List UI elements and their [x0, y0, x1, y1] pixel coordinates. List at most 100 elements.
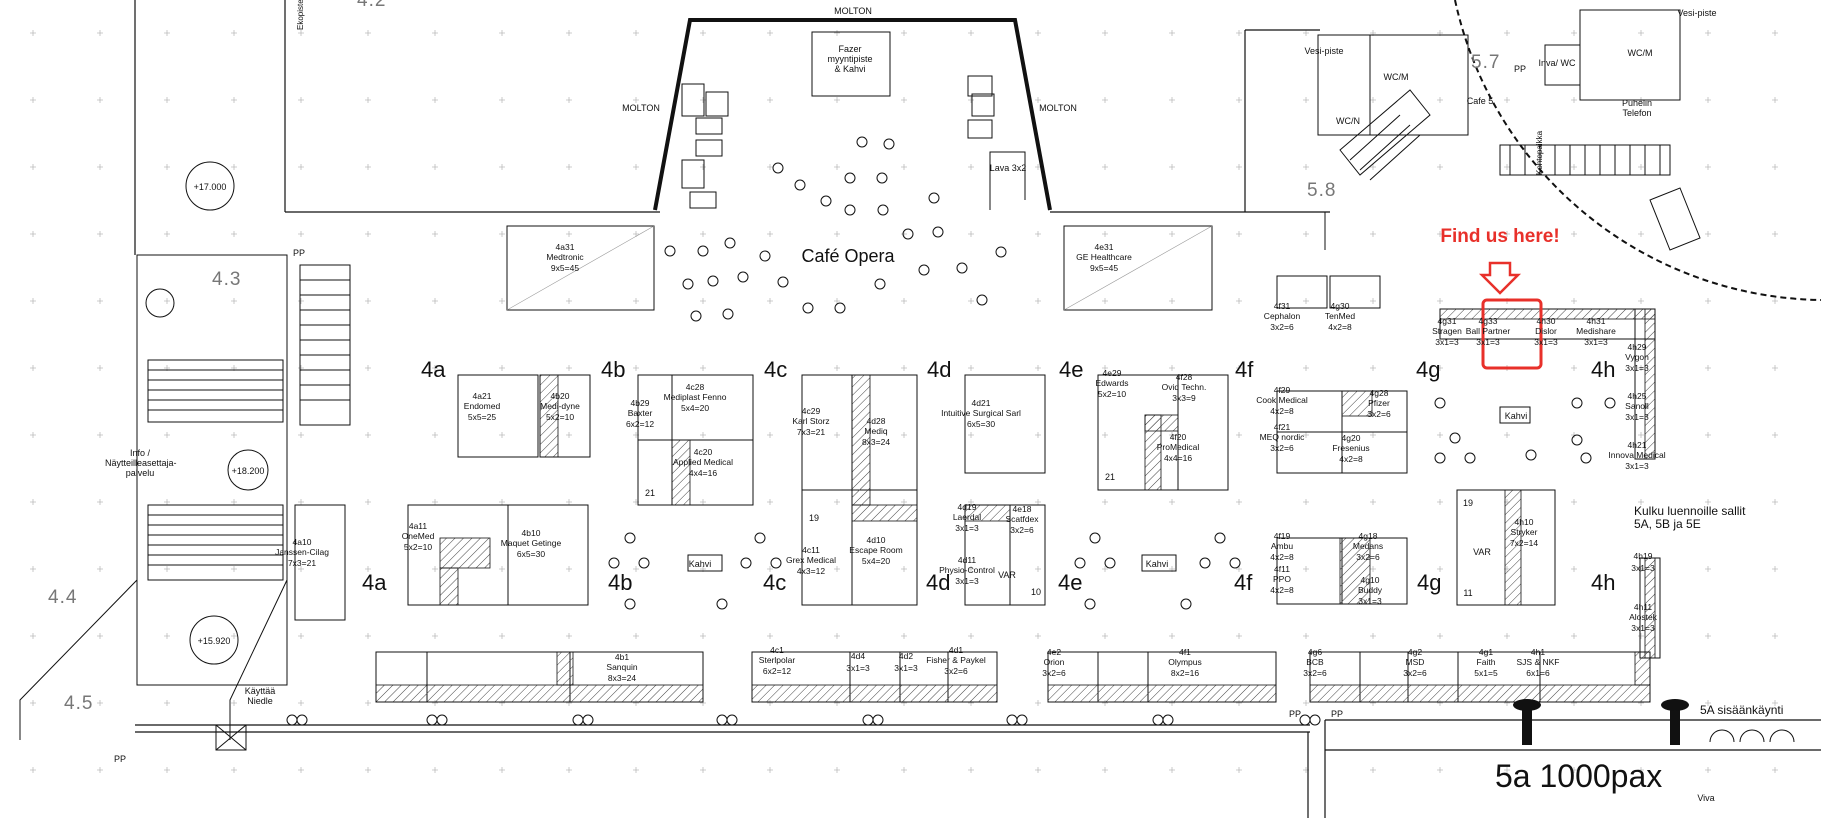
booth-exhibitor-name: Grex Medical — [785, 554, 837, 565]
booth-code: 4b1 — [614, 652, 630, 662]
booth-code: 4g33 — [1478, 316, 1498, 326]
booth-code: 4h30 — [1536, 316, 1556, 326]
booth-exhibitor-name: Edwards — [1095, 377, 1129, 388]
label-inva: Inva/ WC — [1538, 58, 1576, 68]
booth-code: 4h11 — [1633, 602, 1653, 612]
booth-size: 4x4=16 — [1163, 453, 1193, 463]
booth-size: 9x5=45 — [1089, 263, 1119, 273]
booth-code: 4c20 — [693, 447, 713, 457]
section-label-4e: 4e — [1059, 357, 1084, 382]
label-sisaankaynti: 5A sisäänkäynti — [1700, 703, 1784, 717]
label-num-19b: 19 — [1462, 498, 1474, 508]
label-wcn: WC/N — [1336, 116, 1360, 126]
booth-exhibitor-name: Fisher & Paykel — [926, 654, 986, 665]
booth-size: 3x1=3 — [955, 523, 979, 533]
booth-code: 4c28 — [685, 382, 705, 392]
booth-size: 6x1=6 — [1526, 668, 1550, 678]
booth-code: 4h31 — [1586, 316, 1606, 326]
booth-size: 7x2=14 — [1509, 538, 1539, 548]
booth-size: 6x2=12 — [762, 666, 792, 676]
booth-code: 4f20 — [1169, 432, 1187, 442]
label-molton-right: MOLTON — [1039, 103, 1077, 113]
booth-size: 4x4=16 — [688, 468, 718, 478]
booth-code: 4h1 — [1530, 647, 1546, 657]
label-pp-4: PP — [1330, 709, 1344, 719]
booth-code: 4a21 — [472, 391, 492, 401]
booth-size: 4x3=12 — [796, 566, 826, 576]
booth-exhibitor-name: SJS & NKF — [1516, 656, 1560, 667]
booth-exhibitor-name: Innova Medical — [1608, 449, 1666, 460]
booth-code: 4h19 — [1633, 551, 1653, 561]
booth-exhibitor-name: Dislor — [1535, 325, 1557, 336]
booth-size: 3x2=6 — [1042, 668, 1066, 678]
booth-exhibitor-name: Vygon — [1625, 351, 1649, 362]
label-wcm-2: WC/M — [1627, 48, 1653, 58]
label-wcm-1: WC/M — [1383, 72, 1409, 82]
booth-code: 4f21 — [1273, 422, 1291, 432]
label-kulku: Kulku luennoille sallit 5A, 5B ja 5E — [1634, 504, 1746, 531]
booth-code: 4c1 — [770, 645, 784, 655]
booth-exhibitor-name: Alostek — [1629, 611, 1657, 622]
section-label-4h: 4h — [1591, 570, 1616, 595]
section-label-4d: 4d — [927, 357, 952, 382]
booth-code: 4e31 — [1094, 242, 1114, 252]
booth-code: 4g2 — [1407, 647, 1423, 657]
booth-size: 3x1=3 — [1358, 596, 1382, 606]
booth-exhibitor-name: Medishare — [1576, 325, 1616, 336]
booth-code: 4d28 — [866, 416, 886, 426]
booth-exhibitor-name: Baxter — [627, 407, 653, 418]
